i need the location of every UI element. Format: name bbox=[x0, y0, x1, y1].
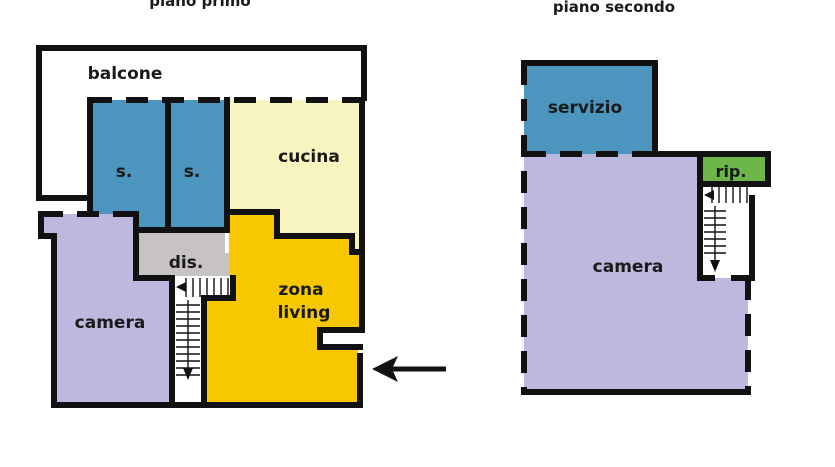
room-label-camera-first: camera bbox=[75, 313, 146, 333]
room-label-bagno-1: s. bbox=[116, 162, 133, 182]
room-label-servizio: servizio bbox=[548, 98, 622, 118]
floor-title-second: piano secondo bbox=[553, 0, 675, 16]
room-fill-bagno-2 bbox=[171, 100, 225, 230]
floor-plan-second-floor: piano secondo bbox=[521, 0, 771, 395]
room-label-disimpegno: dis. bbox=[169, 253, 204, 273]
walls-second-floor bbox=[521, 60, 771, 395]
room-label-bagno-2: s. bbox=[184, 162, 201, 182]
room-fill-ripostiglio bbox=[700, 156, 768, 184]
stair-first-floor-upper bbox=[173, 276, 231, 298]
room-label-camera-second: camera bbox=[593, 257, 664, 277]
entrance-arrow bbox=[372, 356, 446, 382]
room-label-balcone: balcone bbox=[88, 64, 163, 84]
room-label-zona: zona bbox=[278, 280, 323, 300]
room-label-living: living bbox=[278, 303, 331, 323]
stair-treads-second bbox=[704, 186, 748, 272]
room-fill-zona-living bbox=[204, 212, 362, 405]
room-fill-camera bbox=[41, 214, 172, 405]
room-fill-cucina bbox=[229, 100, 362, 252]
room-label-ripostiglio: rip. bbox=[716, 162, 747, 181]
room-fill-disimpegno bbox=[136, 232, 230, 278]
stair-treads-first bbox=[176, 278, 229, 380]
room-fill-bagno-1 bbox=[90, 100, 166, 230]
room-fill-camera-second bbox=[524, 154, 748, 392]
floor-title-first: piano primo bbox=[149, 0, 250, 10]
room-label-cucina: cucina bbox=[278, 147, 340, 167]
walls-first-floor bbox=[36, 45, 367, 408]
floor-plan-first-floor: piano primo bbox=[36, 0, 446, 408]
room-fill-servizio bbox=[524, 63, 655, 154]
